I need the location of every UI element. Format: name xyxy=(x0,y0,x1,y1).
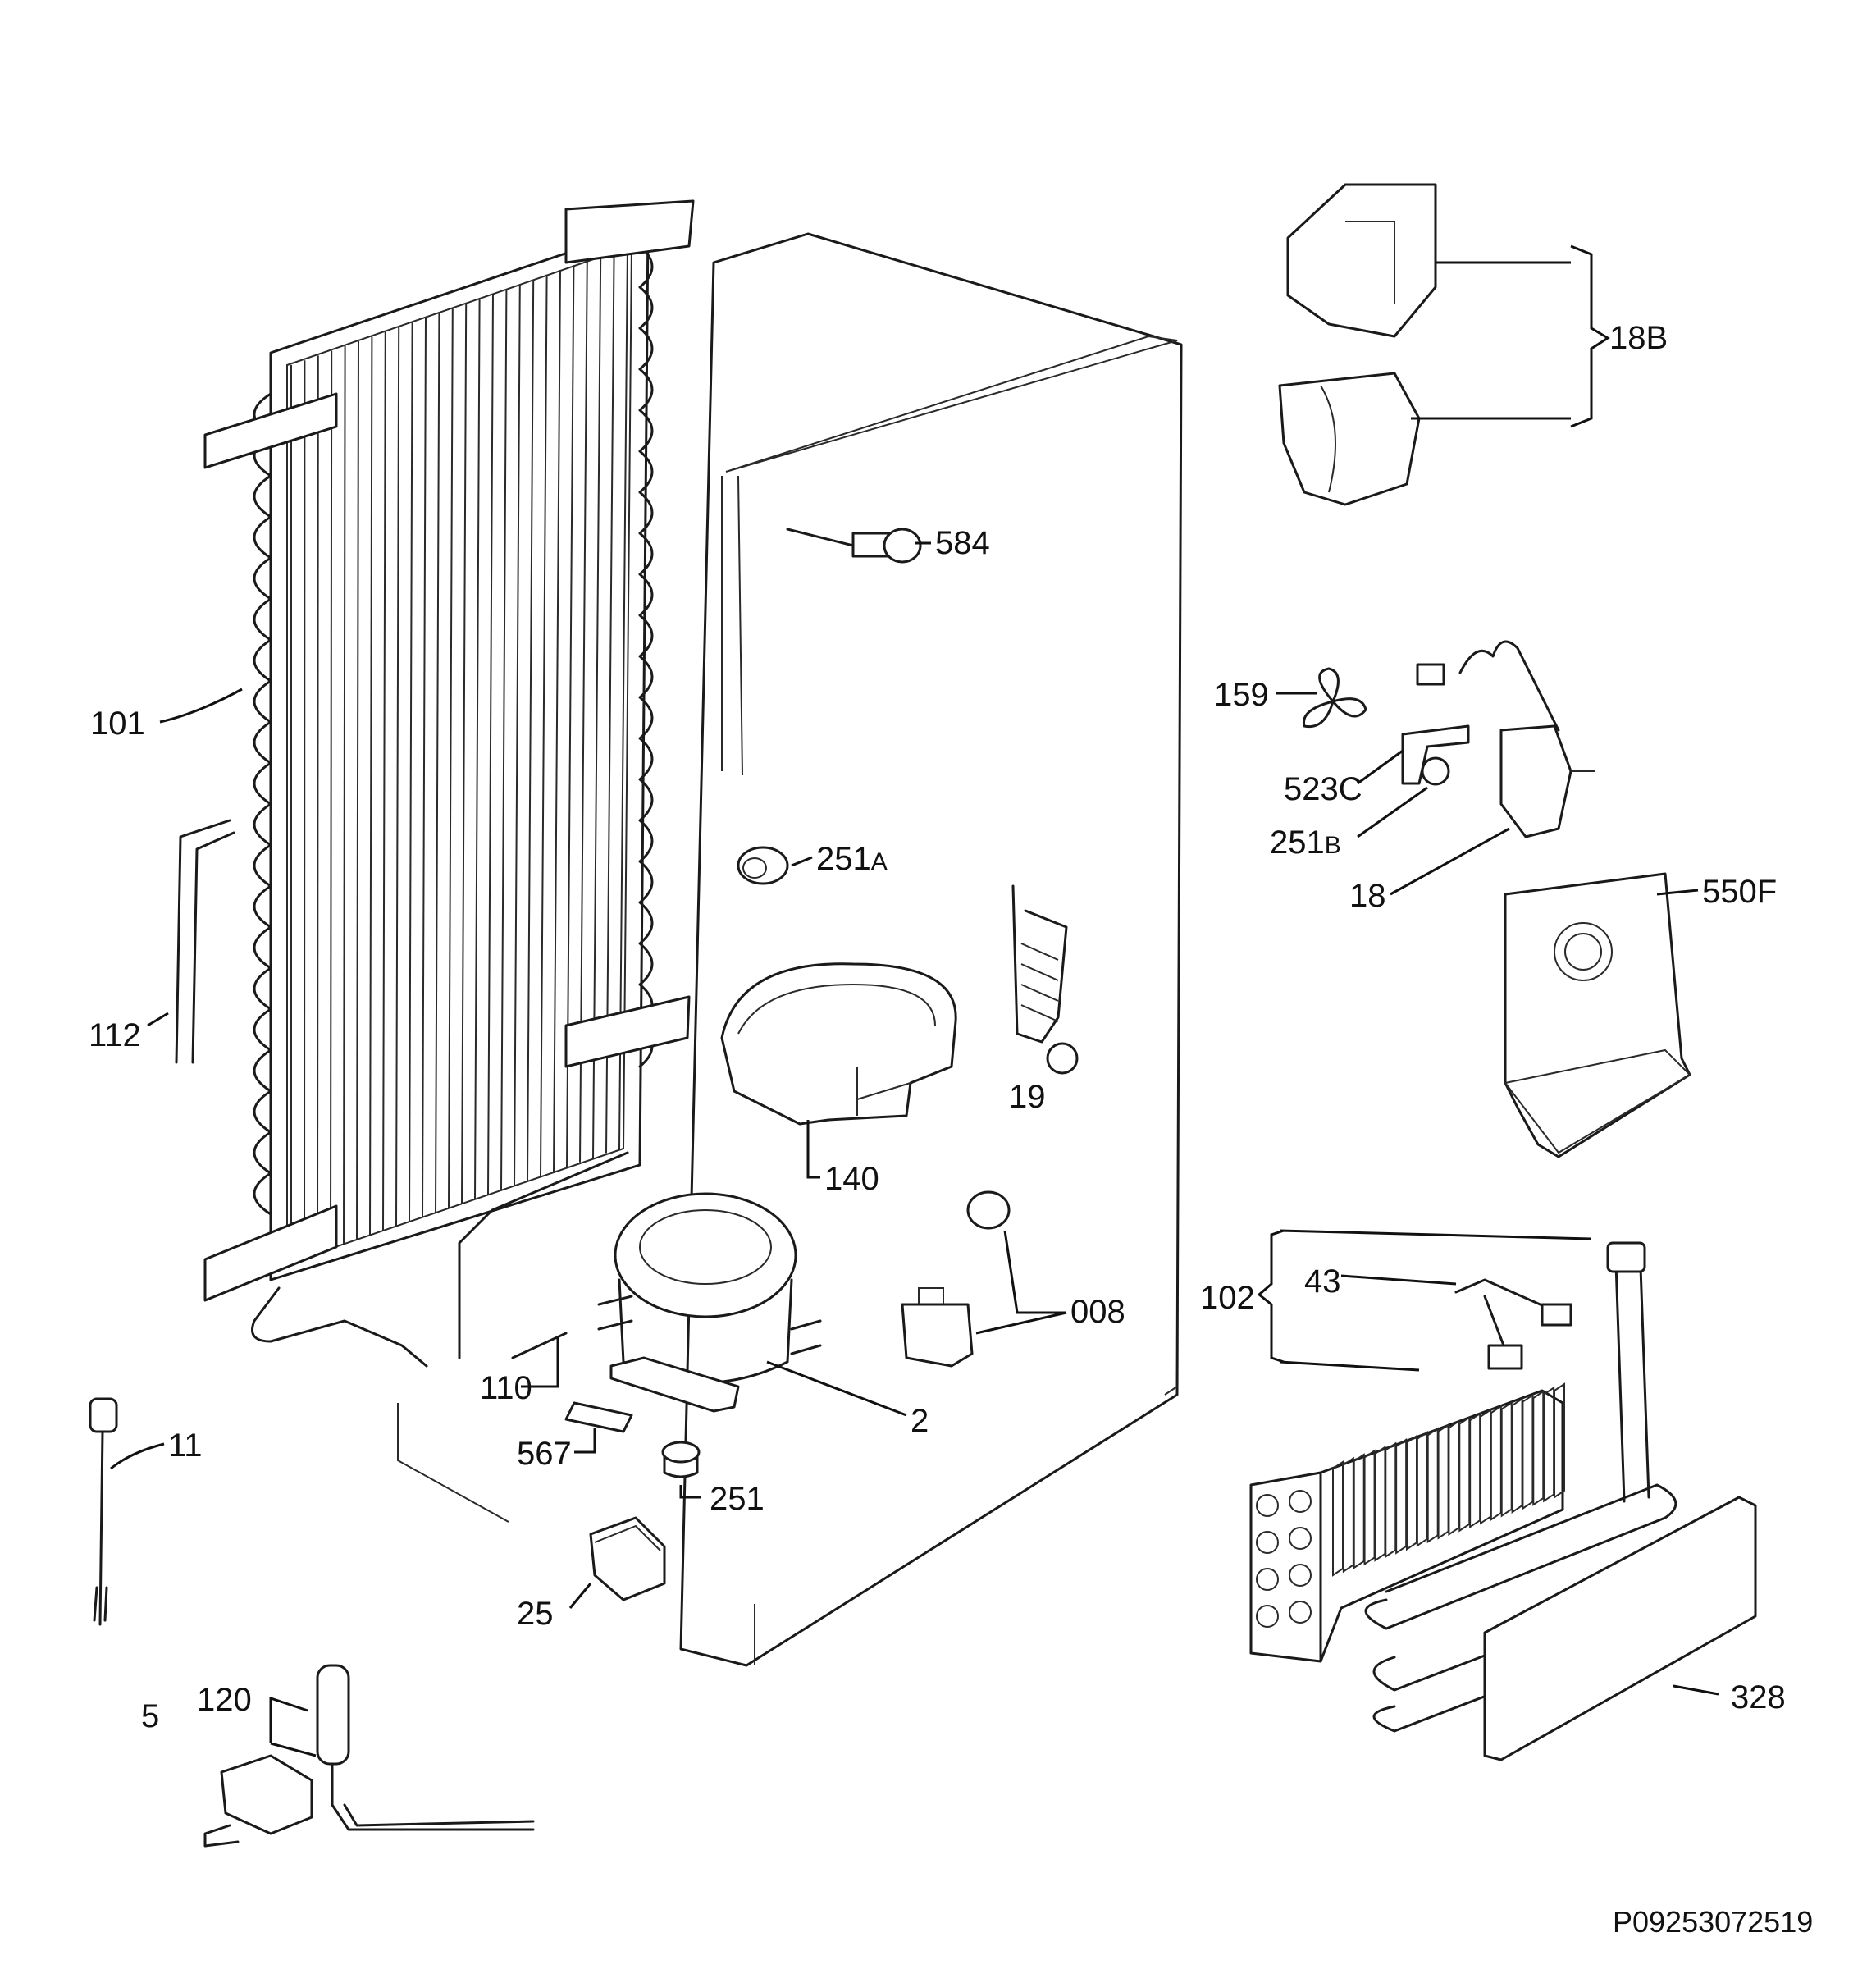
condenser-grid xyxy=(203,199,695,1368)
drain-tube xyxy=(175,819,235,1064)
drip-tray xyxy=(720,962,957,1126)
motor-bracket xyxy=(1401,724,1470,785)
temperature-sensor xyxy=(89,1397,118,1626)
label-5: 5 xyxy=(141,1698,159,1734)
evaporator-cover-plate xyxy=(1483,1496,1757,1761)
label-120: 120 xyxy=(197,1682,252,1718)
label-101: 101 xyxy=(90,706,145,742)
label-567: 567 xyxy=(517,1436,572,1472)
part-labels: 101 112 11 584 251A 140 19 110 567 2 251… xyxy=(89,320,1786,1734)
small-gear xyxy=(1421,756,1450,786)
cabinet xyxy=(397,232,1183,1667)
label-102: 102 xyxy=(1200,1280,1255,1316)
label-112: 112 xyxy=(89,1017,141,1053)
compressor xyxy=(597,1192,822,1413)
label-43: 43 xyxy=(1304,1263,1341,1300)
label-140: 140 xyxy=(824,1161,879,1197)
start-relay xyxy=(901,1190,1011,1368)
label-11: 11 xyxy=(168,1428,203,1464)
relay-cover xyxy=(589,1516,666,1601)
lamp-holder xyxy=(786,528,922,564)
label-550f: 550F xyxy=(1702,874,1777,910)
leader-lines xyxy=(110,244,1719,1757)
grommet xyxy=(661,1441,701,1478)
label-18b: 18B xyxy=(1609,320,1668,356)
fan-motor xyxy=(1416,640,1595,838)
valve-and-drier xyxy=(203,1664,535,1848)
label-2: 2 xyxy=(911,1403,929,1439)
label-008: 008 xyxy=(1070,1294,1125,1330)
mounting-plate xyxy=(564,1401,633,1433)
defrost-heater xyxy=(1011,884,1079,1075)
label-18: 18 xyxy=(1349,878,1386,914)
control-housing xyxy=(1278,183,1437,506)
label-328: 328 xyxy=(1731,1679,1786,1715)
label-19: 19 xyxy=(1009,1079,1046,1115)
label-251b: 251B xyxy=(1270,825,1341,861)
label-110: 110 xyxy=(480,1370,532,1406)
fan-blade xyxy=(1302,667,1367,729)
spacer-sleeve xyxy=(737,846,789,885)
label-523c: 523C xyxy=(1284,771,1362,807)
label-251: 251 xyxy=(710,1481,765,1517)
evaporator xyxy=(1249,1241,1677,1733)
drawing-code: P09253072519 xyxy=(1613,1905,1813,1939)
fan-cover-panel xyxy=(1504,872,1691,1158)
label-251a: 251A xyxy=(816,841,888,877)
label-159: 159 xyxy=(1214,677,1269,713)
label-25: 25 xyxy=(517,1596,554,1632)
label-584: 584 xyxy=(935,525,990,561)
